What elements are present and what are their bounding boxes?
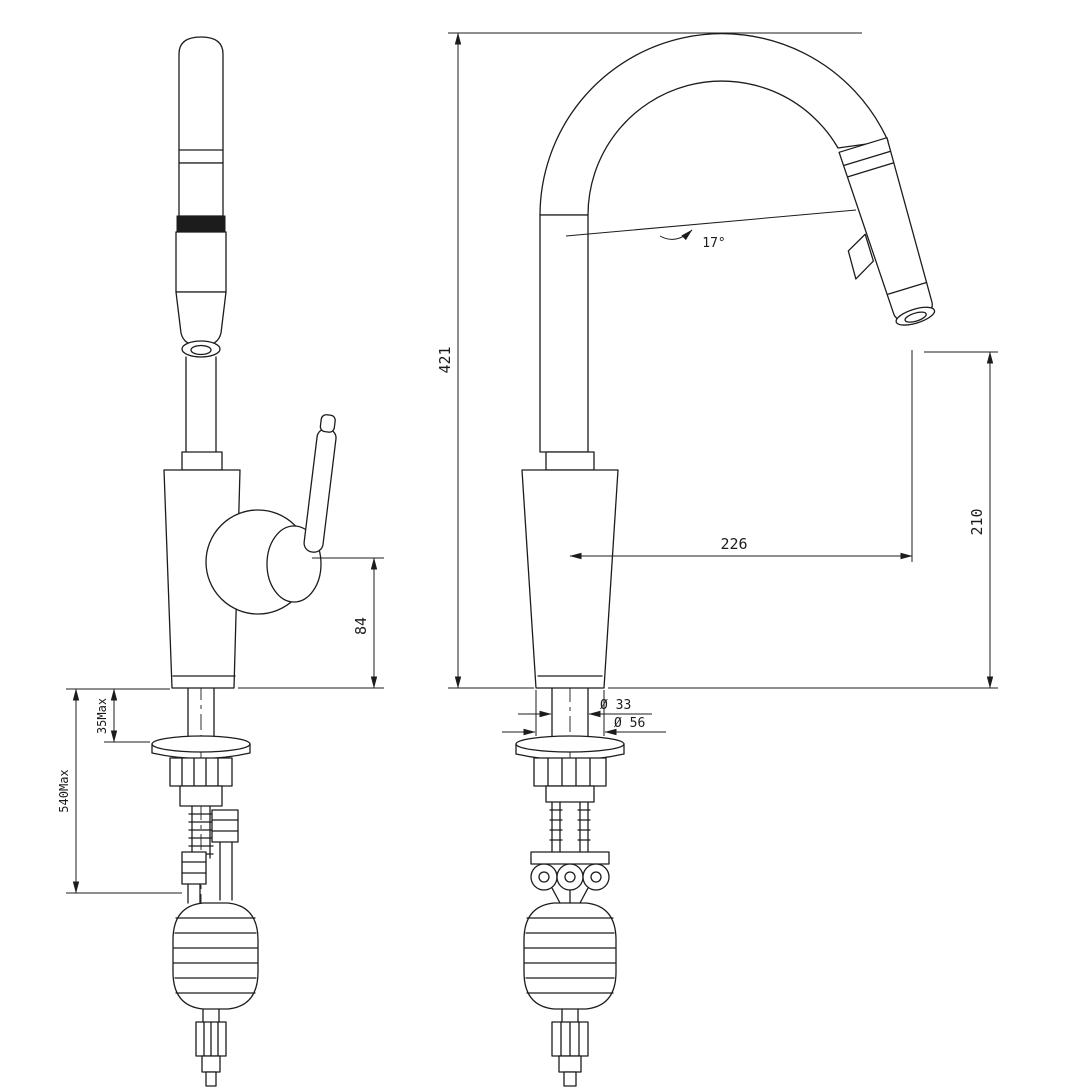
side-view-body — [163, 469, 241, 689]
mounting-flange — [515, 735, 625, 753]
dim-label-35max: 35Max — [95, 698, 109, 734]
hose-weight — [172, 902, 259, 1010]
dimension-dia-56: Ø 56 — [502, 690, 666, 736]
dim-label-17deg: 17° — [702, 236, 725, 251]
dim-label-421: 421 — [436, 346, 454, 373]
hose-fitting — [211, 809, 239, 843]
mounting-nut — [533, 757, 607, 787]
front-view-body — [521, 451, 619, 689]
dimension-35max: 35Max — [66, 688, 170, 743]
dim-label-226: 226 — [720, 535, 747, 553]
front-view — [515, 33, 936, 1087]
hose-weight — [523, 902, 617, 1010]
side-view-hose-weight — [172, 902, 259, 1087]
spray-head-outline — [838, 137, 933, 322]
dimension-421: 421 — [436, 32, 862, 689]
side-view-mounting — [151, 687, 251, 904]
dimension-540max: 540Max — [57, 688, 182, 894]
side-view-handle — [205, 414, 337, 615]
spray-head-clip — [847, 233, 875, 280]
dimension-84: 84 — [238, 557, 384, 689]
dim-label-210: 210 — [968, 508, 986, 535]
dimension-dia-33: Ø 33 — [518, 698, 652, 718]
dim-label-84: 84 — [352, 617, 370, 635]
spout-collar-band — [176, 215, 226, 233]
dim-label-540max: 540Max — [57, 769, 71, 812]
dimension-226: 226 — [569, 350, 913, 562]
dimension-210: 210 — [608, 351, 998, 689]
gooseneck-arc — [539, 33, 889, 216]
side-view — [151, 36, 337, 1087]
front-view-hose-weight — [523, 902, 617, 1087]
dim-label-dia33: Ø 33 — [600, 698, 631, 713]
front-view-spray-head — [838, 137, 936, 326]
dim-label-dia56: Ø 56 — [614, 716, 645, 731]
mounting-nut — [169, 757, 233, 787]
side-view-spout — [175, 36, 227, 471]
mounting-flange — [151, 735, 251, 753]
front-view-spout-arc — [539, 33, 889, 453]
hose-fitting — [181, 851, 207, 885]
dimension-17deg: 17° — [565, 209, 857, 251]
front-view-mounting — [515, 687, 625, 904]
handle-lever — [303, 414, 337, 553]
